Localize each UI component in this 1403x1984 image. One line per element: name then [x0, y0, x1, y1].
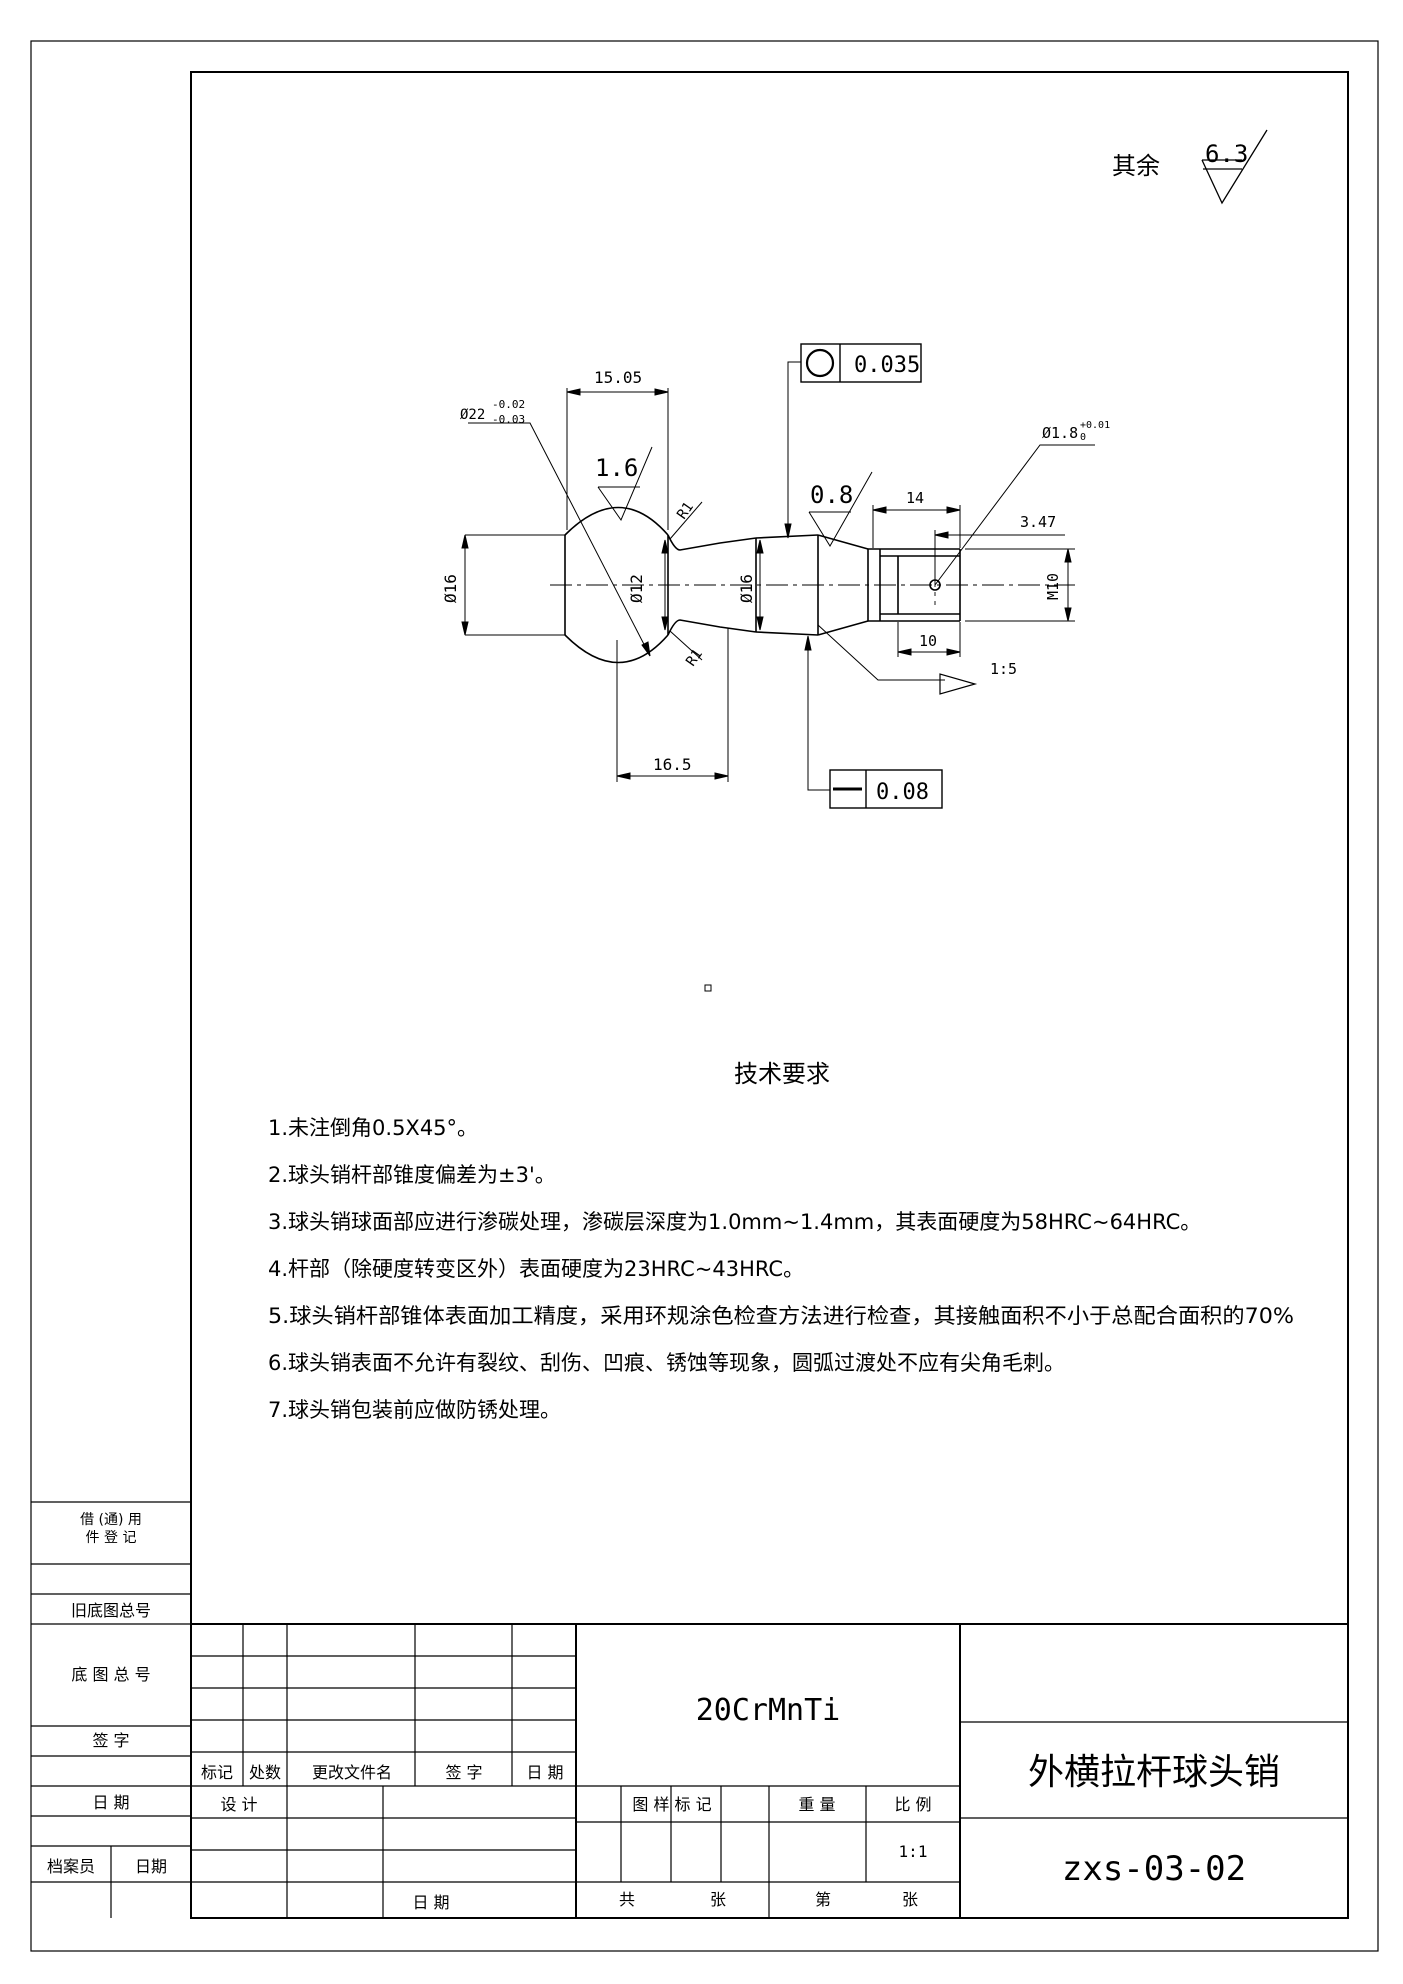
dim-ball-tol-lower: -0.03 — [492, 413, 525, 426]
date-label: 日 期 — [92, 1793, 129, 1812]
side-table — [31, 1501, 191, 1918]
gdt-frames — [800, 343, 943, 809]
roughness-ball: 1.6 — [595, 454, 638, 482]
base-number: 底 图 总 号 — [71, 1665, 150, 1684]
outer-frame — [30, 40, 1379, 1952]
part-name: 外横拉杆球头销 — [1028, 1752, 1280, 1793]
roughness-label: 其余 — [1112, 152, 1160, 180]
dim-left-diameter: Ø16 — [441, 574, 460, 603]
title-block-labels: 标记 处数 更改文件名 签 字 日 期 设 计 日 期 20CrMnTi 图 样… — [201, 1693, 1280, 1912]
roughness-taper: 0.8 — [810, 481, 853, 509]
roughness-symbol-general — [1201, 129, 1268, 205]
dim-taper-ratio: 1:5 — [990, 660, 1017, 678]
total-label: 共 — [619, 1890, 635, 1909]
design-label: 设 计 — [220, 1795, 257, 1814]
sheet-no-label: 第 — [815, 1890, 831, 1909]
dim-radius-top: R1 — [674, 499, 697, 522]
count-label: 处数 — [249, 1763, 281, 1782]
arrowheads — [461, 388, 1072, 780]
dimension-lines — [464, 361, 1095, 791]
drawing-number: zxs-03-02 — [1062, 1849, 1246, 1889]
small-marker — [704, 984, 712, 992]
date-header: 日 期 — [526, 1763, 563, 1782]
scale-label: 比 例 — [894, 1795, 931, 1814]
borrow-register-line1: 借 (通) 用 — [80, 1512, 142, 1528]
dim-thread: M10 — [1044, 573, 1062, 600]
dim-10: 10 — [919, 632, 937, 650]
inner-frame — [190, 71, 1349, 1919]
side-table-labels: 借 (通) 用 件 登 记 旧底图总号 底 图 总 号 签 字 日 期 档案员 … — [47, 1512, 167, 1876]
dim-15-05: 15.05 — [594, 368, 642, 387]
straightness-value: 0.08 — [876, 780, 929, 805]
dim-hole-diameter: Ø1.8 — [1042, 424, 1078, 442]
sample-mark-label: 图 样 标 记 — [632, 1795, 711, 1814]
dim-14: 14 — [906, 489, 924, 507]
tech-req-item: 2.球头销杆部锥度偏差为±3'。 — [268, 1163, 556, 1187]
dim-16-5: 16.5 — [653, 755, 692, 774]
taper-symbol — [939, 673, 978, 695]
tech-req-item: 3.球头销球面部应进行渗碳处理，渗碳层深度为1.0mm~1.4mm，其表面硬度为… — [268, 1210, 1201, 1234]
dim-ball-tol-upper: -0.02 — [492, 398, 525, 411]
dim-ball-diameter: Ø22 — [460, 407, 485, 423]
roughness-value: 6.3 — [1205, 140, 1248, 168]
dim-neck-diameter: Ø12 — [627, 574, 646, 603]
roundness-value: 0.035 — [854, 353, 920, 378]
tech-req-item: 5.球头销杆部锥体表面加工精度，采用环规涂色检查方法进行检查，其接触面积不小于总… — [268, 1304, 1294, 1328]
weight-label: 重 量 — [798, 1795, 835, 1814]
sign-header: 签 字 — [445, 1763, 482, 1782]
title-block-grid — [191, 1623, 1348, 1918]
archivist-label: 档案员 — [47, 1857, 95, 1876]
tech-req-title: 技术要求 — [734, 1060, 830, 1088]
dim-hole-tol-upper: +0.01 — [1080, 420, 1110, 431]
change-doc-label: 更改文件名 — [312, 1763, 392, 1782]
tech-req-item: 7.球头销包装前应做防锈处理。 — [268, 1398, 561, 1422]
borrow-register-line2: 件 登 记 — [86, 1530, 137, 1546]
dim-taper-diameter: Ø16 — [737, 574, 756, 603]
total-sheets-label: 张 — [710, 1890, 726, 1909]
sign-label: 签 字 — [92, 1731, 129, 1750]
dim-radius-bottom: R1 — [683, 646, 706, 669]
dim-3-47: 3.47 — [1020, 513, 1056, 531]
date-bottom-label: 日 期 — [412, 1893, 449, 1912]
tech-req-item: 4.杆部（除硬度转变区外）表面硬度为23HRC~43HRC。 — [268, 1257, 804, 1281]
tech-req-list: 1.未注倒角0.5X45°。 2.球头销杆部锥度偏差为±3'。 3.球头销球面部… — [268, 1116, 1294, 1422]
tech-req-item: 1.未注倒角0.5X45°。 — [268, 1116, 478, 1140]
tech-req-item: 6.球头销表面不允许有裂纹、刮伤、凹痕、锈蚀等现象，圆弧过渡处不应有尖角毛刺。 — [268, 1351, 1065, 1375]
scale-value: 1:1 — [899, 1842, 928, 1861]
archivist-date-label: 日期 — [135, 1857, 167, 1876]
sheet-no-sheets-label: 张 — [902, 1890, 918, 1909]
mark-label: 标记 — [201, 1763, 233, 1782]
dim-hole-tol-lower: 0 — [1080, 432, 1086, 443]
old-base-number: 旧底图总号 — [71, 1601, 151, 1620]
material: 20CrMnTi — [696, 1693, 841, 1728]
